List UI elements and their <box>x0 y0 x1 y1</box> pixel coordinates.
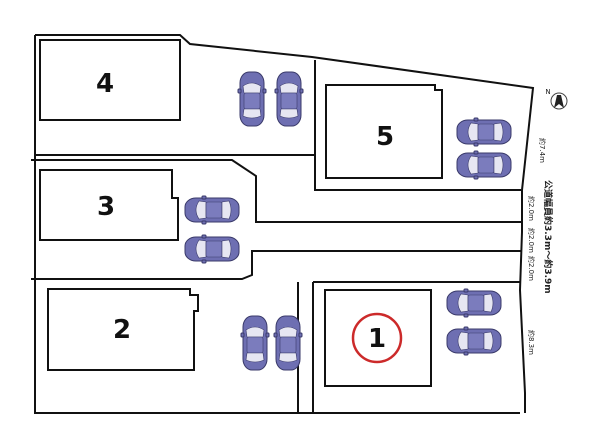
house-lot-5 <box>325 84 443 179</box>
lot-number-1: 1 <box>368 324 386 354</box>
north-arrow-icon: N <box>545 88 568 110</box>
site-boundary <box>34 34 535 414</box>
houses <box>39 39 443 387</box>
dimension-access-lower: 約2.0m <box>527 256 536 281</box>
lot-1-highlight-circle <box>351 312 403 364</box>
lot-number-5: 5 <box>376 122 394 152</box>
dimension-access-mid: 約2.0m <box>527 228 536 253</box>
lot5-boundary <box>314 60 521 191</box>
north-label: N <box>545 88 550 96</box>
car-icon <box>240 315 270 371</box>
dimension-lot5-frontage: 約7.4m <box>538 138 547 163</box>
dimension-access-upper: 約2.0m <box>527 196 536 221</box>
lot-boundaries <box>31 34 535 414</box>
lot-number-3: 3 <box>97 192 115 222</box>
car-icon <box>456 150 512 180</box>
dimension-lot1-frontage: 約8.3m <box>527 330 536 355</box>
lot1-boundary <box>312 281 520 413</box>
lot3-boundary <box>31 155 521 286</box>
car-icon <box>184 234 240 264</box>
access-strip-boundary <box>31 250 521 280</box>
car-icon <box>446 288 502 318</box>
lot-numbers: 4 5 3 2 1 <box>96 69 403 364</box>
car-icon <box>456 117 512 147</box>
car-icon <box>237 71 267 127</box>
car-icon <box>446 326 502 356</box>
house-lot-2 <box>47 288 199 371</box>
house-lot-1 <box>324 289 432 387</box>
road-width-label: 公道幅員約3.3m～約3.9m <box>542 180 554 294</box>
lot-number-2: 2 <box>113 315 131 345</box>
car-icon <box>274 71 304 127</box>
house-lot-4 <box>39 39 181 121</box>
house-lot-3 <box>39 169 179 241</box>
dimension-labels: 約7.4m 約2.0m 約2.0m 約2.0m 約8.3m 公道幅員約3.3m～… <box>527 138 554 355</box>
car-icon <box>184 195 240 225</box>
lot-number-4: 4 <box>96 69 114 99</box>
car-icon <box>273 315 303 371</box>
